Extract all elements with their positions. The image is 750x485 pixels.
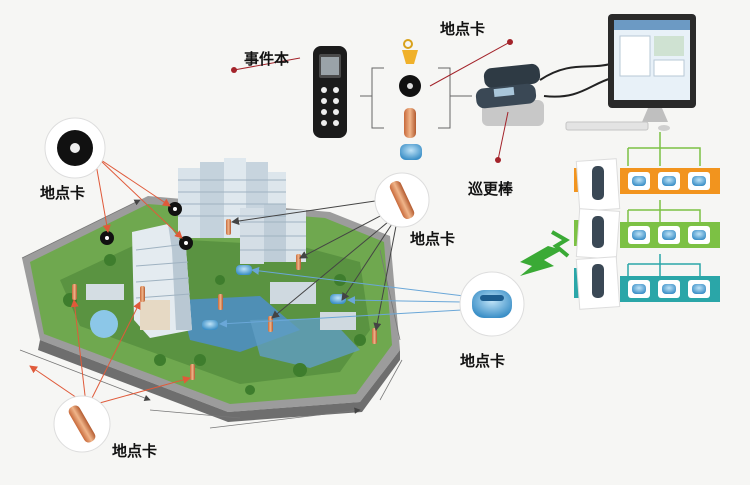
keyfob-tags [399, 39, 422, 160]
label-location-card-top: 地点卡 [440, 20, 486, 38]
label-pointers [231, 39, 513, 163]
desktop-computer [565, 14, 696, 131]
patrol-stick-readers [475, 63, 544, 126]
bracket-lines [360, 67, 472, 129]
blue-arrows [219, 266, 465, 328]
perimeter-arrows [19, 199, 403, 429]
usb-cables [539, 63, 613, 98]
dark-arrows [231, 199, 397, 331]
trees [63, 254, 366, 395]
red-arrows [29, 157, 191, 405]
label-patrol-stick: 巡更棒 [468, 180, 514, 198]
label-location-card-middle: 地点卡 [410, 230, 456, 248]
location-card-circle-bottom-left [53, 395, 111, 453]
label-location-card-right: 地点卡 [460, 352, 506, 370]
label-event-book: 事件本 [244, 50, 290, 68]
label-location-card-left: 地点卡 [40, 184, 86, 202]
map-tags [72, 202, 377, 380]
label-location-card-bottom: 地点卡 [112, 442, 158, 460]
location-card-circle-right [459, 271, 525, 337]
tower-buildings [86, 158, 356, 338]
location-card-circle-top-left [44, 117, 106, 179]
location-card-circle-middle [374, 172, 430, 228]
network-hierarchy [574, 132, 720, 310]
event-book-device [313, 46, 347, 138]
wireless-signal-icon [520, 230, 570, 276]
